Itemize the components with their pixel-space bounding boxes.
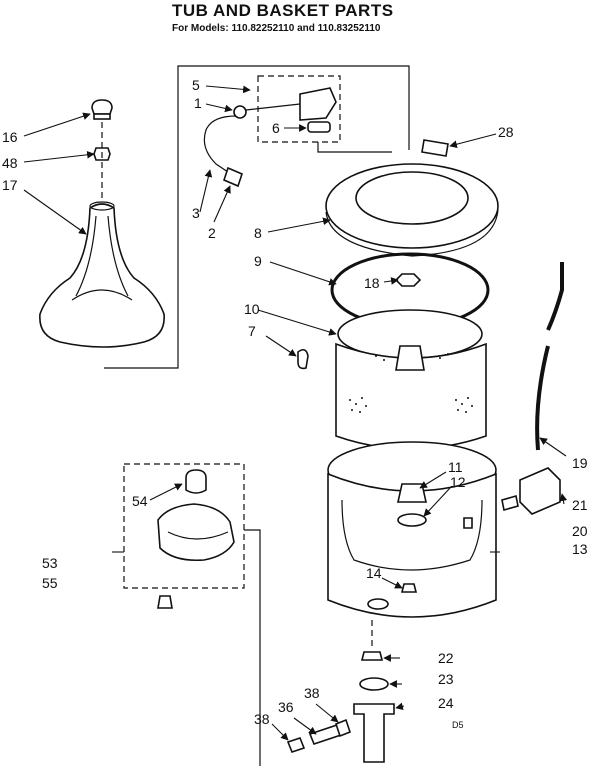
group-bracket <box>104 65 410 369</box>
basket-drive-nut <box>394 273 422 287</box>
callout-55: 55 <box>42 575 58 591</box>
outer-tub-cutout <box>341 499 483 571</box>
callout-6: 6 <box>272 120 280 136</box>
callout-8: 8 <box>254 225 262 241</box>
outer-tub <box>327 441 497 618</box>
callout-54: 54 <box>132 493 148 509</box>
agitator-top <box>89 201 115 211</box>
callout-21: 21 <box>572 497 588 513</box>
tub-fastener <box>463 517 473 529</box>
callout-2: 2 <box>208 225 216 241</box>
callout-13: 13 <box>572 541 588 557</box>
tub-ring-rim <box>325 209 499 257</box>
callout-22: 22 <box>438 650 454 666</box>
hose-clamp <box>286 737 306 753</box>
water-hose-upper <box>546 262 564 331</box>
hose-clamp <box>335 718 351 738</box>
lid-strike <box>421 139 449 157</box>
lid-switch <box>203 87 337 188</box>
pump-fitting <box>501 494 519 512</box>
callout-14: 14 <box>366 565 382 581</box>
agitator <box>39 203 165 348</box>
callout-19: 19 <box>572 455 588 471</box>
transmission-gearcase <box>157 503 235 562</box>
callout-36: 36 <box>278 699 294 715</box>
drain-elbow <box>353 703 395 763</box>
spin-basket <box>335 309 487 450</box>
wire-terminal <box>233 105 247 119</box>
gearcase-detail <box>167 531 229 540</box>
drain-port <box>367 598 389 610</box>
water-hose-lower <box>535 345 550 451</box>
switch-wire <box>245 103 301 111</box>
lid-switch-plunger <box>307 121 331 133</box>
diagram-title: TUB AND BASKET PARTS <box>172 1 394 20</box>
callout-3: 3 <box>192 205 200 221</box>
drain-bracket <box>244 529 261 766</box>
basket-post <box>395 345 425 371</box>
tub-ring-opening <box>355 171 469 225</box>
callout-38a: 38 <box>304 685 320 701</box>
callout-24: 24 <box>438 695 454 711</box>
switch-harness <box>203 115 237 177</box>
switch-kit-lead <box>317 142 392 153</box>
callout-53: 53 <box>42 555 58 571</box>
callout-28: 28 <box>498 124 514 140</box>
callout-1: 1 <box>194 95 202 111</box>
transmission-seal <box>185 469 207 494</box>
drain-grommet <box>360 651 384 661</box>
agitator-cap-base <box>93 113 111 120</box>
callout-18: 18 <box>364 275 380 291</box>
agitator-cap <box>91 99 113 115</box>
transmission-kit-box <box>123 463 245 589</box>
callout-38b: 38 <box>254 711 270 727</box>
agitator-vane-line <box>107 215 129 297</box>
leader-lines <box>23 85 568 741</box>
tub-ring-assembly <box>325 139 499 257</box>
basket-clip <box>297 348 309 370</box>
callout-16: 16 <box>2 129 18 145</box>
callout-7: 7 <box>248 323 256 339</box>
callout-9: 9 <box>254 253 262 269</box>
callout-48: 48 <box>2 155 18 171</box>
callout-labels: 16 48 17 5 1 6 3 2 28 8 9 18 10 7 19 11 … <box>2 77 588 730</box>
agitator-group <box>39 99 165 348</box>
drive-bearing <box>397 513 427 527</box>
drain-seal <box>359 677 389 691</box>
harness-plug <box>223 166 243 188</box>
agitator-vane-line <box>75 215 97 297</box>
diagram-code: D5 <box>452 720 464 730</box>
diagram-subtitle: For Models: 110.82252110 and 110.8325211… <box>172 23 381 34</box>
callout-5: 5 <box>192 77 200 93</box>
transmission-group <box>157 469 235 609</box>
pump-housing <box>519 467 561 515</box>
tub-bolt <box>400 583 418 593</box>
callout-17: 17 <box>2 177 18 193</box>
outer-tub-wall <box>327 472 497 618</box>
basket-perforations <box>349 353 473 413</box>
transmission-bolt <box>157 595 173 609</box>
callout-12: 12 <box>450 474 466 490</box>
callout-23: 23 <box>438 671 454 687</box>
lid-switch-body <box>299 87 337 121</box>
agitator-vane-line <box>71 289 133 301</box>
callout-11: 11 <box>448 459 463 475</box>
drive-tube <box>397 483 427 503</box>
callout-10: 10 <box>244 301 260 317</box>
callout-20: 20 <box>572 523 588 539</box>
